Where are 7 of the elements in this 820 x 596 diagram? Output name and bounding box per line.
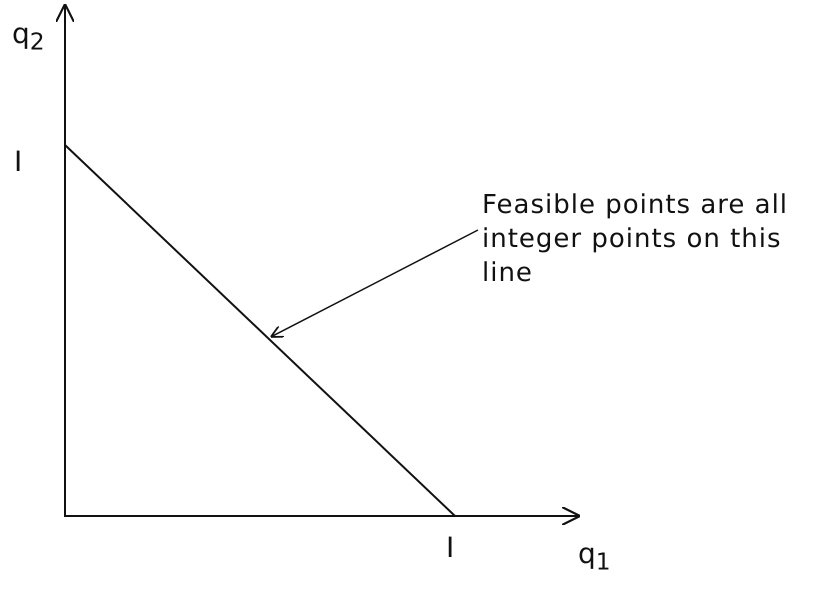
- feasible-line: [64, 144, 456, 517]
- axis-label: q$_{1}$: [578, 540, 611, 574]
- leader-line: [270, 229, 478, 338]
- tick-label: I: [446, 534, 454, 562]
- annotation-text: Feasible points are all integer points on this line: [482, 188, 812, 290]
- axis-label: q$_{2}$: [12, 20, 45, 54]
- tick-label: I: [14, 148, 22, 176]
